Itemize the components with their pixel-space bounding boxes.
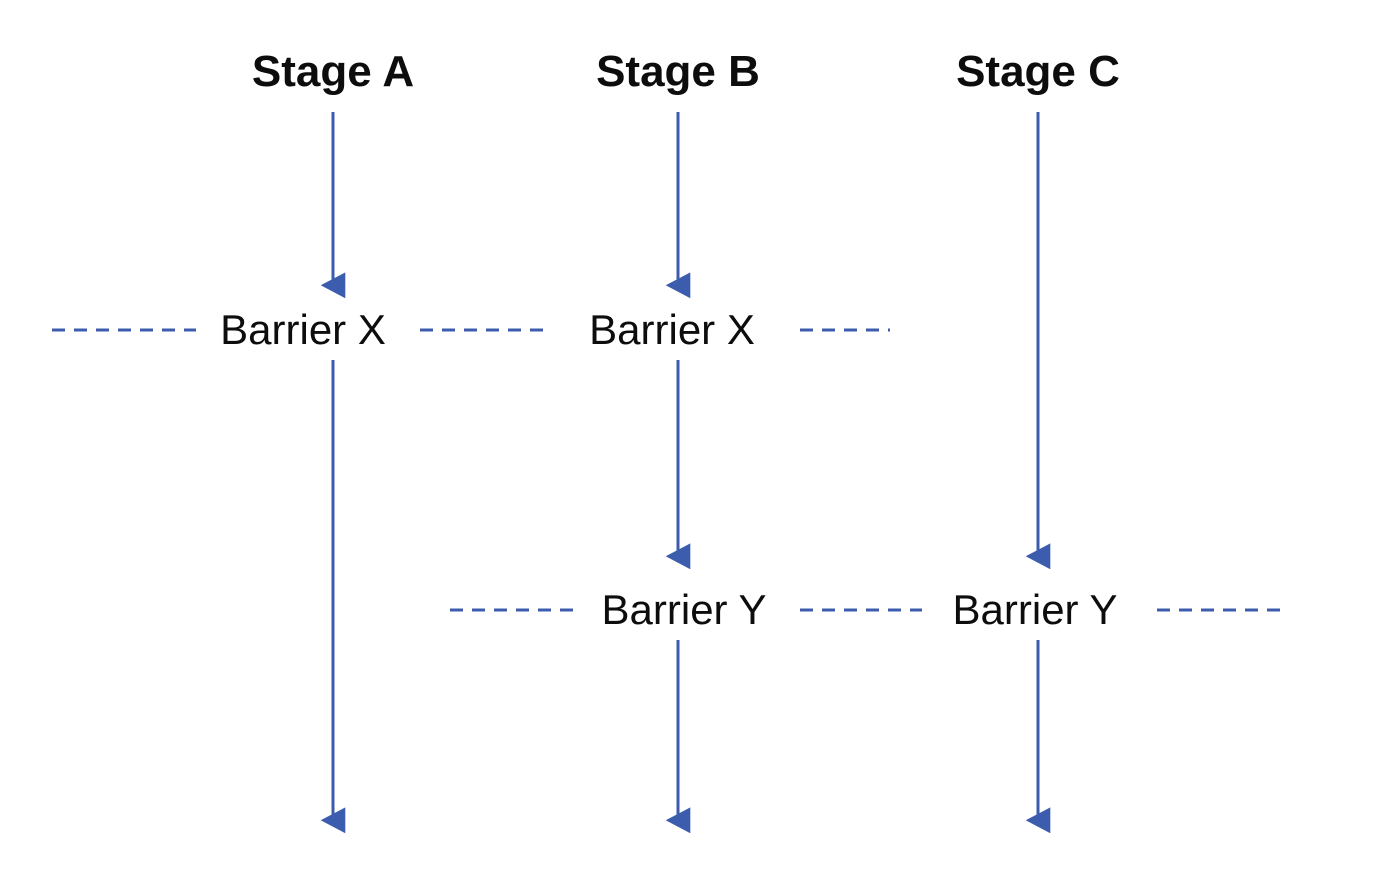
stage-header-b: Stage B [596,47,760,96]
barrier-label-y-stage-b: Barrier Y [591,586,777,634]
stage-header-c: Stage C [956,47,1120,96]
barrier-label-y-stage-c: Barrier Y [942,586,1128,634]
dashed-barrier-lines-group [52,328,1285,612]
barrier-label-x-stage-b: Barrier X [579,306,765,354]
arrows-group [320,112,1051,834]
barrier-label-x-stage-a: Barrier X [210,306,396,354]
stage-header-a: Stage A [251,47,415,96]
